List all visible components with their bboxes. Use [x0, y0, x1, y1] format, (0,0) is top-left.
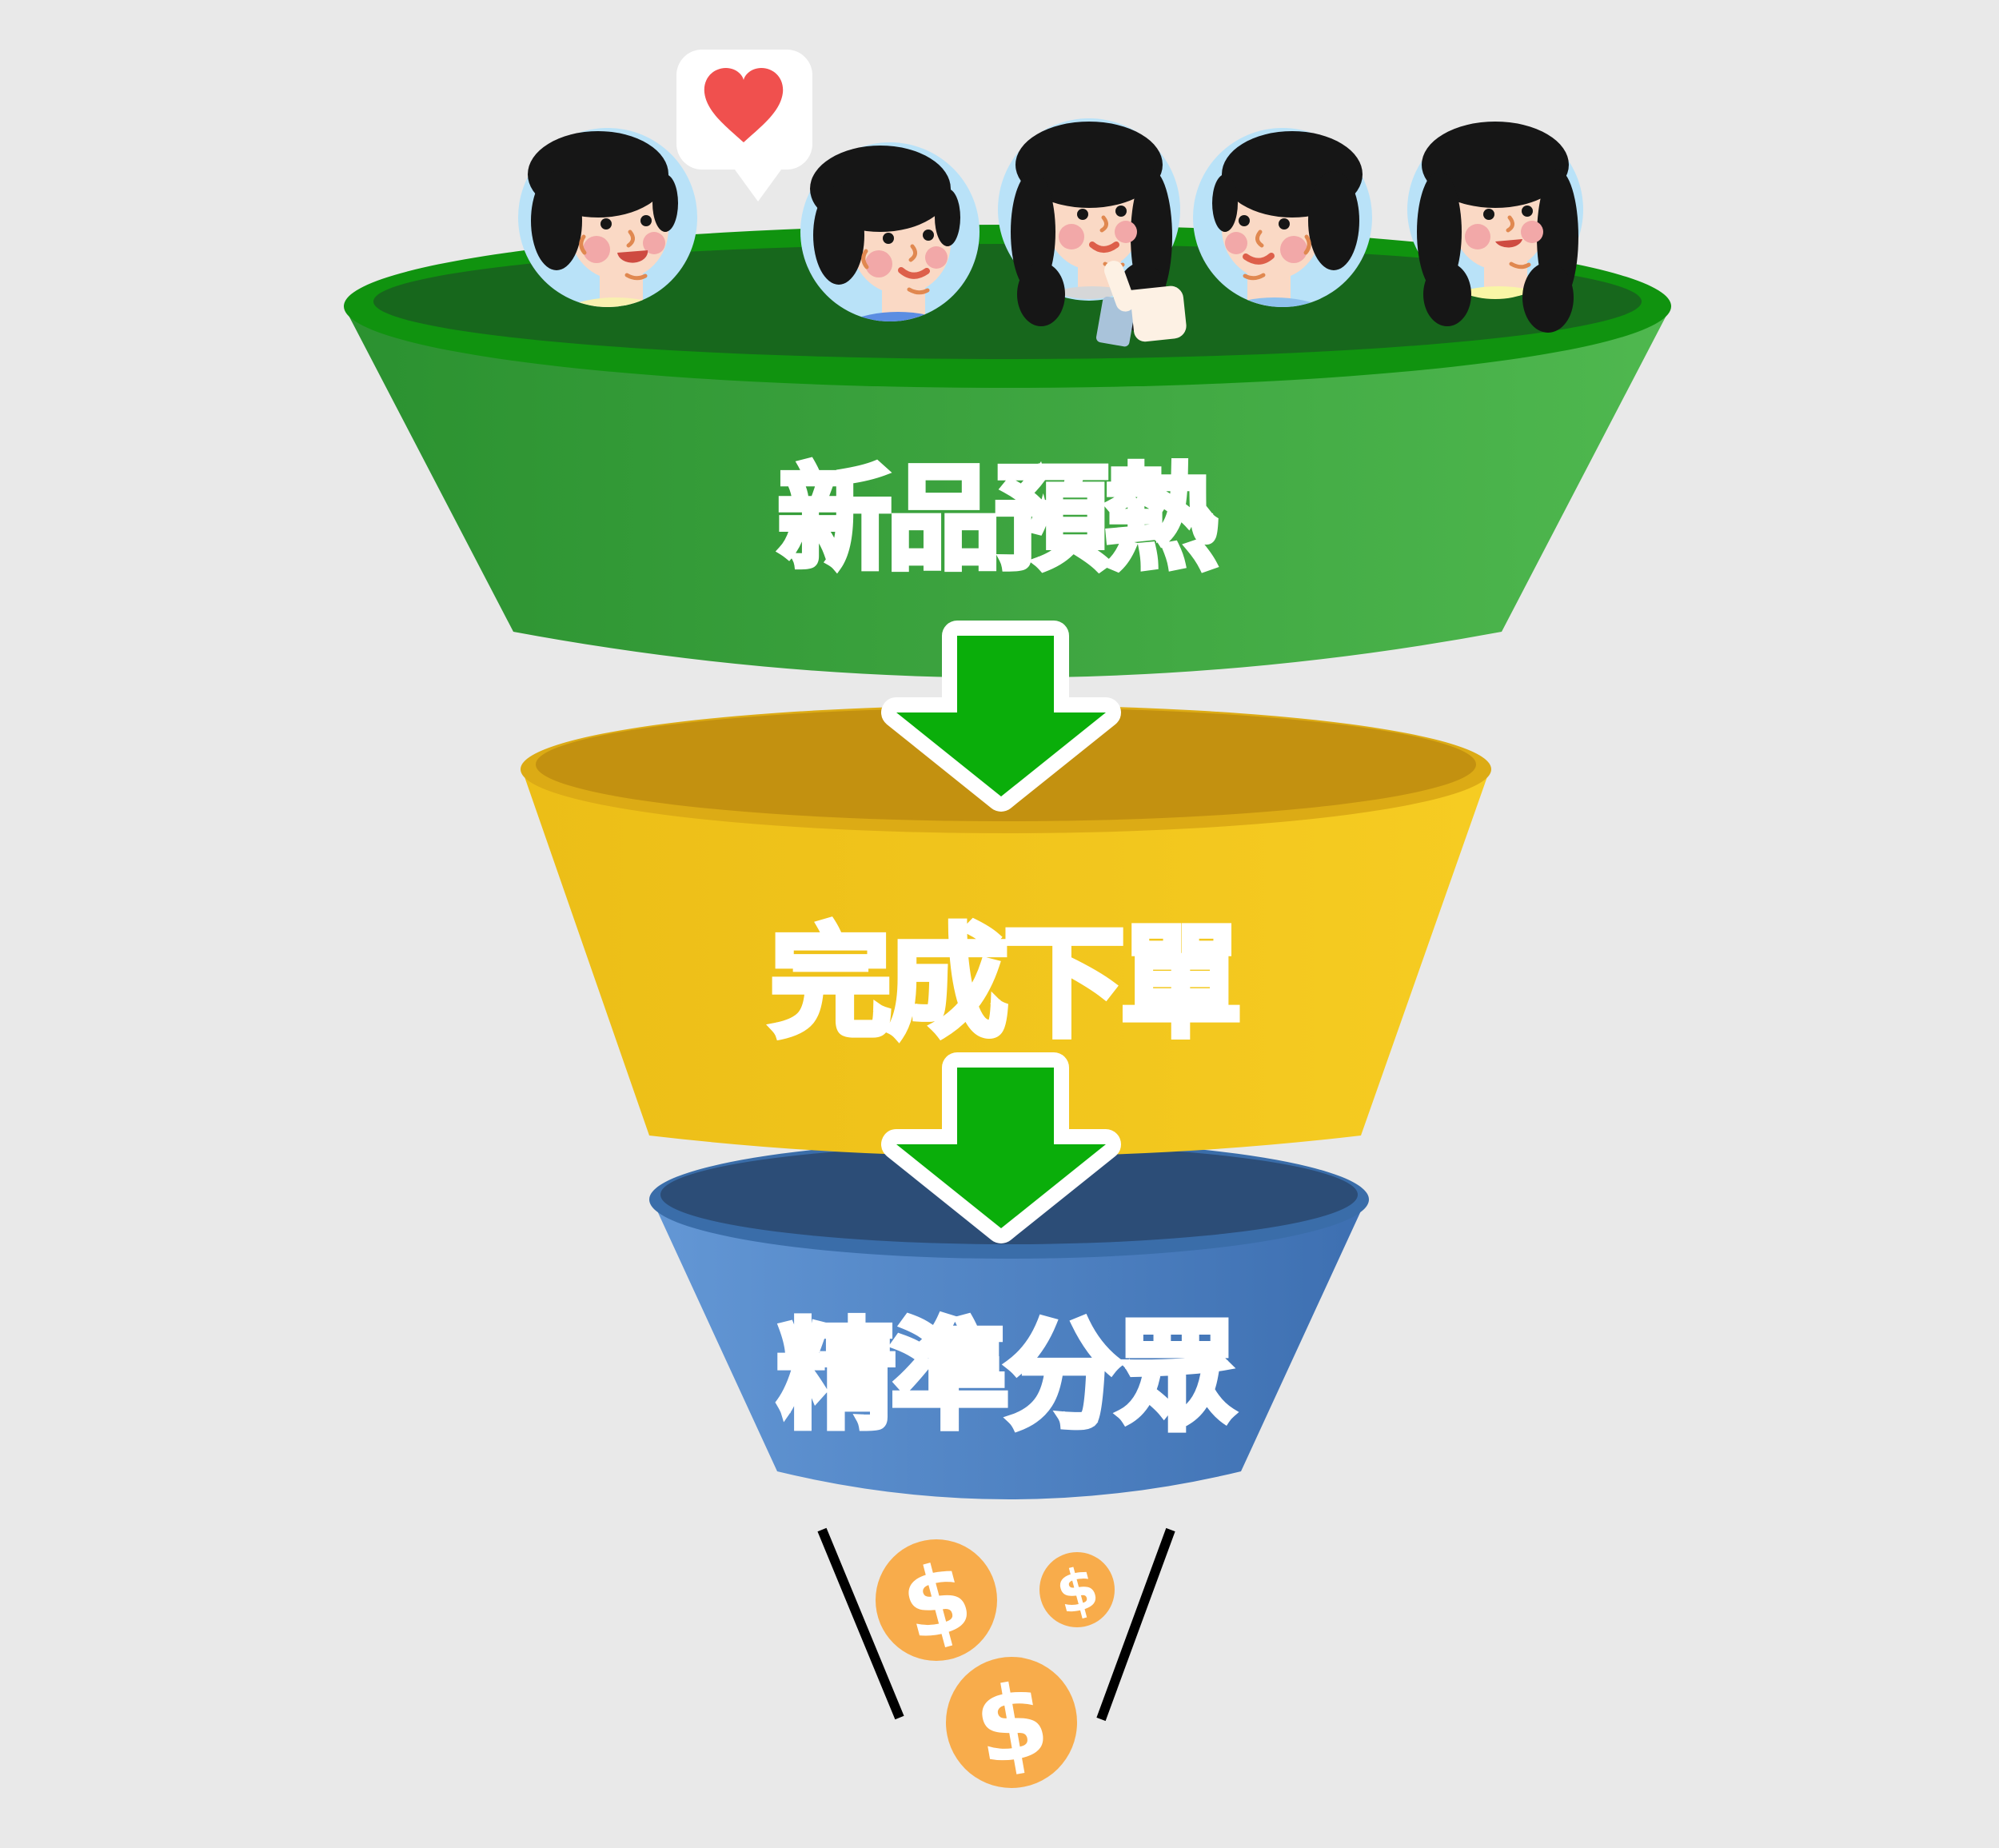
spout-lines	[817, 1527, 1175, 1722]
speech-bubble-tail	[732, 166, 784, 202]
avatar-boy-1	[518, 128, 697, 307]
stage-awareness-label: 新品預熱	[778, 453, 1216, 585]
stage-order-label: 完成下單	[770, 912, 1237, 1054]
thumbs-up-icon	[1095, 261, 1187, 347]
stage-segmentation-label: 精準分眾	[777, 1307, 1235, 1445]
avatar-mouth	[1243, 253, 1275, 265]
spout-line-left	[817, 1527, 904, 1720]
stage-segmentation-body	[651, 1197, 1367, 1499]
down-arrow-icon-2	[881, 1052, 1121, 1243]
coin-dollar-3: $	[946, 1657, 1077, 1790]
avatar-mouth	[1495, 239, 1522, 248]
stage-order-body	[521, 768, 1490, 1156]
down-arrow-icon-1	[881, 621, 1121, 812]
audience-avatars	[518, 50, 1583, 363]
coin-dollar-2: $	[1039, 1552, 1115, 1628]
heart-bubble	[676, 50, 812, 202]
spout-line-right	[1096, 1527, 1175, 1722]
coins: $ $ $	[876, 1539, 1115, 1790]
avatar-boy-3	[1193, 128, 1372, 307]
heart-icon	[704, 68, 784, 142]
avatar-woman-2	[1407, 122, 1583, 363]
avatar-boy-2	[800, 142, 980, 321]
avatar-mouth	[1089, 241, 1119, 253]
avatar-mouth	[617, 250, 648, 263]
avatar-mouth	[898, 267, 930, 279]
coin-dollar-1: $	[876, 1539, 997, 1663]
stage-awareness-body	[344, 306, 1671, 678]
